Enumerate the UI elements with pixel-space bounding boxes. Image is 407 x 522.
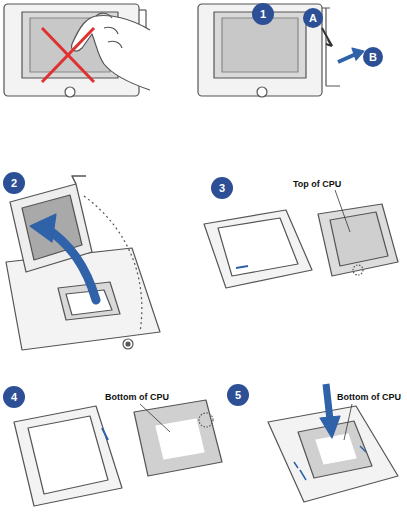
- callout-number: B: [369, 52, 377, 63]
- callout-number: 4: [11, 392, 17, 403]
- step-marker: 1: [252, 3, 274, 25]
- step-marker: 2: [3, 172, 25, 194]
- step-marker: 4: [3, 386, 25, 408]
- part-label: Top of CPU: [292, 180, 342, 190]
- callout-number: 2: [11, 178, 17, 189]
- callout-number: 3: [219, 183, 225, 194]
- step-marker: A: [303, 8, 323, 28]
- step-marker: 5: [227, 384, 249, 406]
- part-label: Bottom of CPU: [336, 393, 402, 403]
- step-marker: B: [363, 47, 383, 67]
- part-label: Bottom of CPU: [104, 393, 170, 403]
- callout-number: 5: [235, 390, 241, 401]
- step-marker: 3: [211, 177, 233, 199]
- callout-number: A: [309, 13, 317, 24]
- callout-number: 1: [260, 9, 266, 20]
